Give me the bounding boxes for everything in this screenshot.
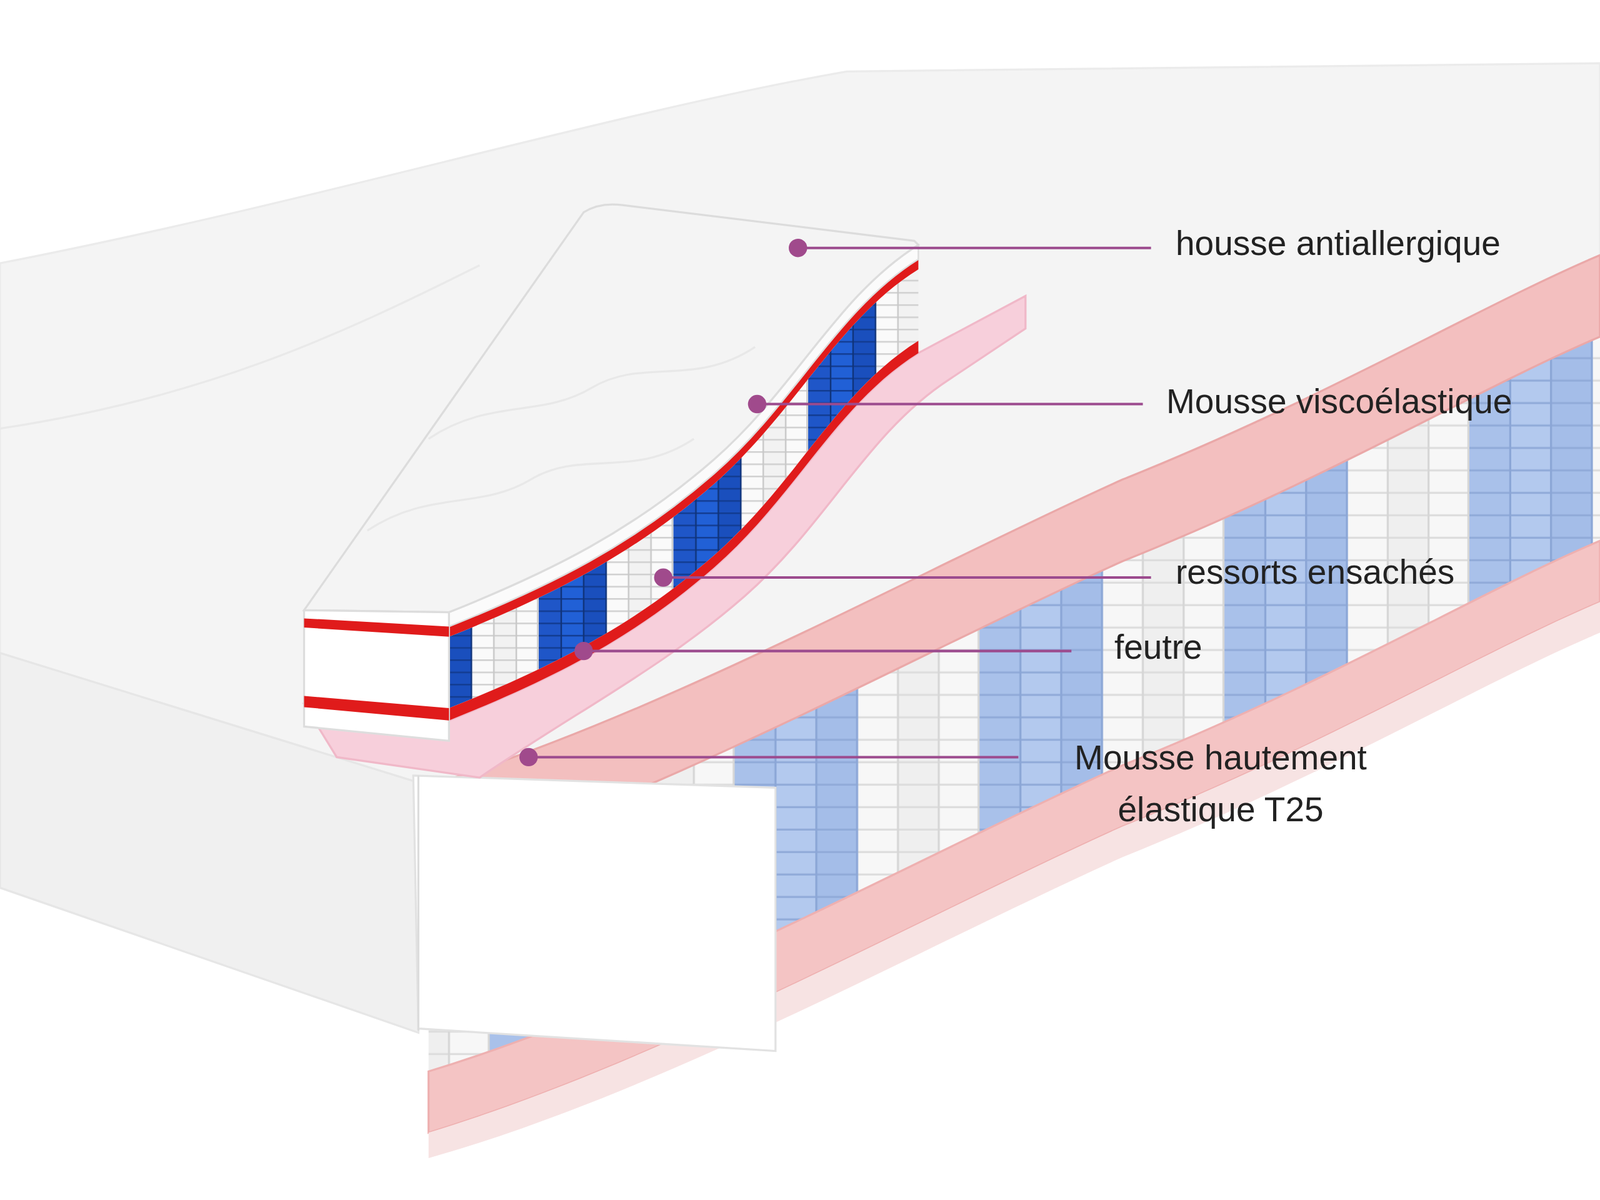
leader-dot: [654, 568, 673, 587]
felt-layer: [304, 695, 450, 720]
part-label: ressorts ensachés: [1175, 551, 1455, 593]
cover-seam: [417, 775, 420, 1031]
part-label: Mousse viscoélastique: [1166, 380, 1512, 422]
layer-cutaway: [304, 204, 1026, 778]
leader-line: [663, 576, 1151, 579]
foam-block: [304, 610, 450, 741]
part-label: Mousse hautement élastique T25: [1026, 731, 1415, 836]
leader-line: [583, 650, 1072, 653]
leader-lines: [519, 238, 1152, 767]
leader-line: [798, 246, 1152, 250]
felt-layer: [304, 618, 450, 637]
leader-dot: [519, 748, 538, 767]
cover-surface: [304, 204, 919, 613]
part-label: housse antiallergique: [1175, 222, 1501, 264]
leader-line: [756, 402, 1143, 405]
leader-line: [528, 755, 1019, 759]
foam-block: [413, 775, 776, 1052]
part-label: feutre: [1114, 626, 1203, 668]
leader-dot: [574, 641, 593, 660]
leader-dot: [788, 238, 807, 257]
leader-dot: [748, 395, 767, 414]
